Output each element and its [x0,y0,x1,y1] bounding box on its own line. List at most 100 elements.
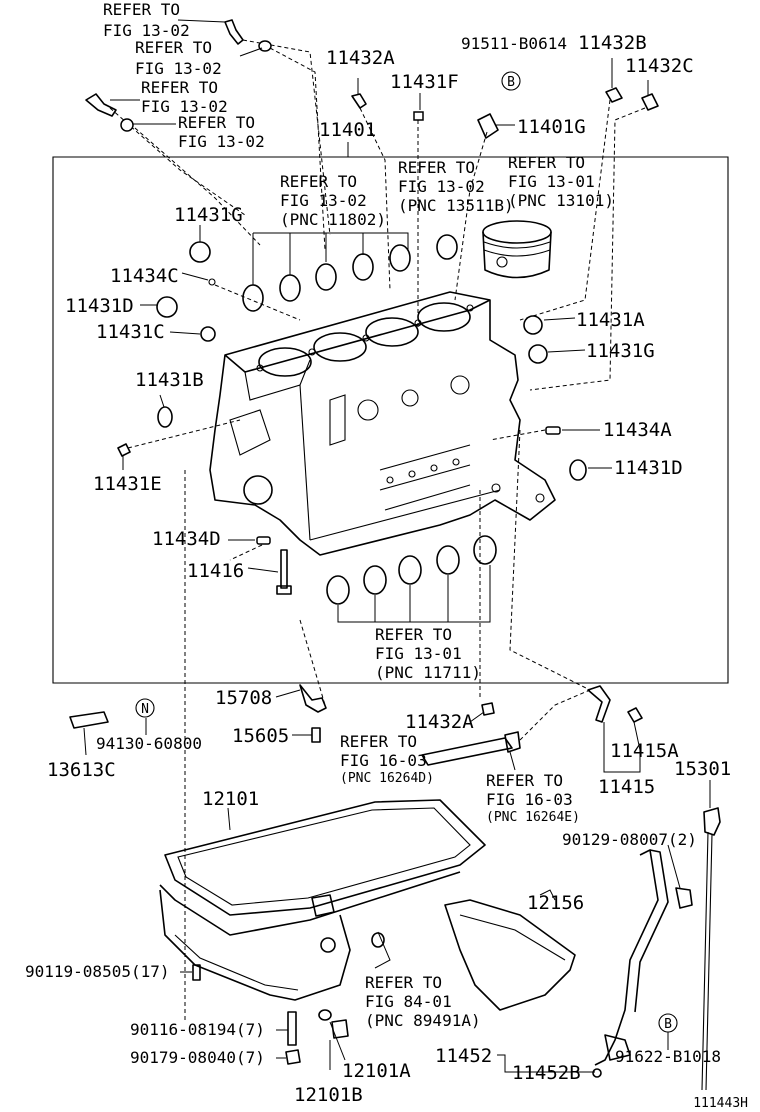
pan-plug-boss [311,894,335,917]
cylinder-block [209,291,556,556]
washer-icon [258,40,272,52]
part-90179-08040: 90179-08040(7) [130,1048,265,1067]
block-boss-1 [229,409,271,456]
washer-icon [120,118,134,132]
head-bolt-hole [362,334,370,342]
ref-r4-line2: FIG 13-02 [178,132,265,151]
dash-11432a [359,107,391,291]
head-bolt-hole [256,364,264,372]
strainer-tube-edge [634,849,669,1013]
part-11434a: 11434A [603,419,672,441]
dash-11432c [529,107,646,391]
pan-gasket-12101 [164,799,486,916]
pan-sump [159,889,351,1001]
part-11432a-bottom: 11432A [405,711,474,733]
ref-r8-line1: REFER TO [375,625,452,644]
bolt-11416-icon [276,549,292,595]
plug-11432c-icon [641,93,659,111]
part-11452: 11452 [435,1045,492,1067]
part-91511-b0614: 91511-B0614 [461,34,567,53]
dash-washer-1 [269,47,326,251]
leader-11431g-r [547,349,586,353]
plug-11431g-right [528,344,548,364]
dowel-11431f-icon [413,111,424,121]
ref-r6-line3: (PNC 13511B) [398,196,514,215]
marker-b-top-label: B [507,75,515,90]
crank-seal-bore [243,475,273,505]
stud-90116 [287,1011,297,1046]
part-12101a: 12101A [342,1060,411,1082]
deck-front-edge [224,299,491,373]
ref-r1-line1: REFER TO [103,0,180,19]
plug-11431d-left [156,296,178,318]
dash-bolt-2 [109,107,246,216]
leader-r2 [239,47,263,57]
block-assembly-box [52,142,729,684]
hose-16264d [421,737,513,766]
part-11416: 11416 [187,560,244,582]
baffle-outline [444,899,576,1011]
plug-11432b-icon [605,87,623,103]
plug-11431b [157,406,173,428]
marker-n [135,698,155,718]
bolt-icon [224,19,244,45]
bolt-11415a [627,707,643,723]
block-skirt [309,489,501,541]
leader-11431c [169,331,201,335]
part-11431f: 11431F [390,71,459,93]
drain-plug-12101b [331,1019,349,1039]
bush-13511b [436,234,458,260]
part-11431e: 11431E [93,473,162,495]
main-bearing [436,545,460,575]
ref-r5-line1: REFER TO [280,172,357,191]
ref-r2-line1: REFER TO [135,38,212,57]
leader-11431b [159,394,165,408]
bearing-shell [389,244,411,272]
ref-r11-line1: REFER TO [365,973,442,992]
part-11432a-top: 11432A [326,47,395,69]
main-cap-hole [452,458,460,466]
block-plug-boss-3 [450,375,470,395]
marker-n-label: N [141,702,149,717]
dash-washer-2 [134,127,261,246]
part-11401: 11401 [319,119,376,141]
baffle-12156 [444,899,576,1011]
part-12101: 12101 [202,788,259,810]
bracket-15708 [299,684,327,713]
bore-3 [365,317,419,347]
leader-11431a [543,317,576,321]
part-11432c: 11432C [625,55,694,77]
part-90119-08505: 90119-08505(17) [25,962,170,981]
block-outline [209,291,556,556]
ref-r7-line1: REFER TO [508,153,585,172]
ref-r10-line3: (PNC 16264E) [486,810,580,825]
main-bearing [398,555,422,585]
pin-11434a [545,426,561,435]
part-15605: 15605 [232,725,289,747]
part-11431b: 11431B [135,369,204,391]
pan-flange [159,871,461,936]
marker-b-bottom-label: B [664,1017,672,1032]
part-11401g: 11401G [517,116,586,138]
solid-leaders [83,19,681,1073]
block-main-bearing-ribs [379,444,471,511]
part-number-labels: 11432A 91511-B0614 11432B 11432C 11431F … [25,32,731,1106]
ref-r3-line1: REFER TO [141,78,218,97]
head-bolt-hole [466,304,474,312]
stud-13613c [69,711,109,729]
ref-r7-line3: (PNC 13101) [508,191,614,210]
leader-11416 [247,567,279,573]
ref-r3-line2: FIG 13-02 [141,97,228,116]
leader-r11 [374,931,391,969]
bearing-shell [279,274,301,302]
piston-rings [483,241,551,257]
part-15301: 15301 [674,758,731,780]
main-cap-hole [430,464,438,472]
block-plug-boss [357,399,379,421]
plug-11432a-icon [351,93,367,109]
strainer-tube [594,849,659,1066]
main-bearing [326,575,350,605]
oil-pan [159,799,486,1065]
part-11431d-right: 11431D [614,457,683,479]
